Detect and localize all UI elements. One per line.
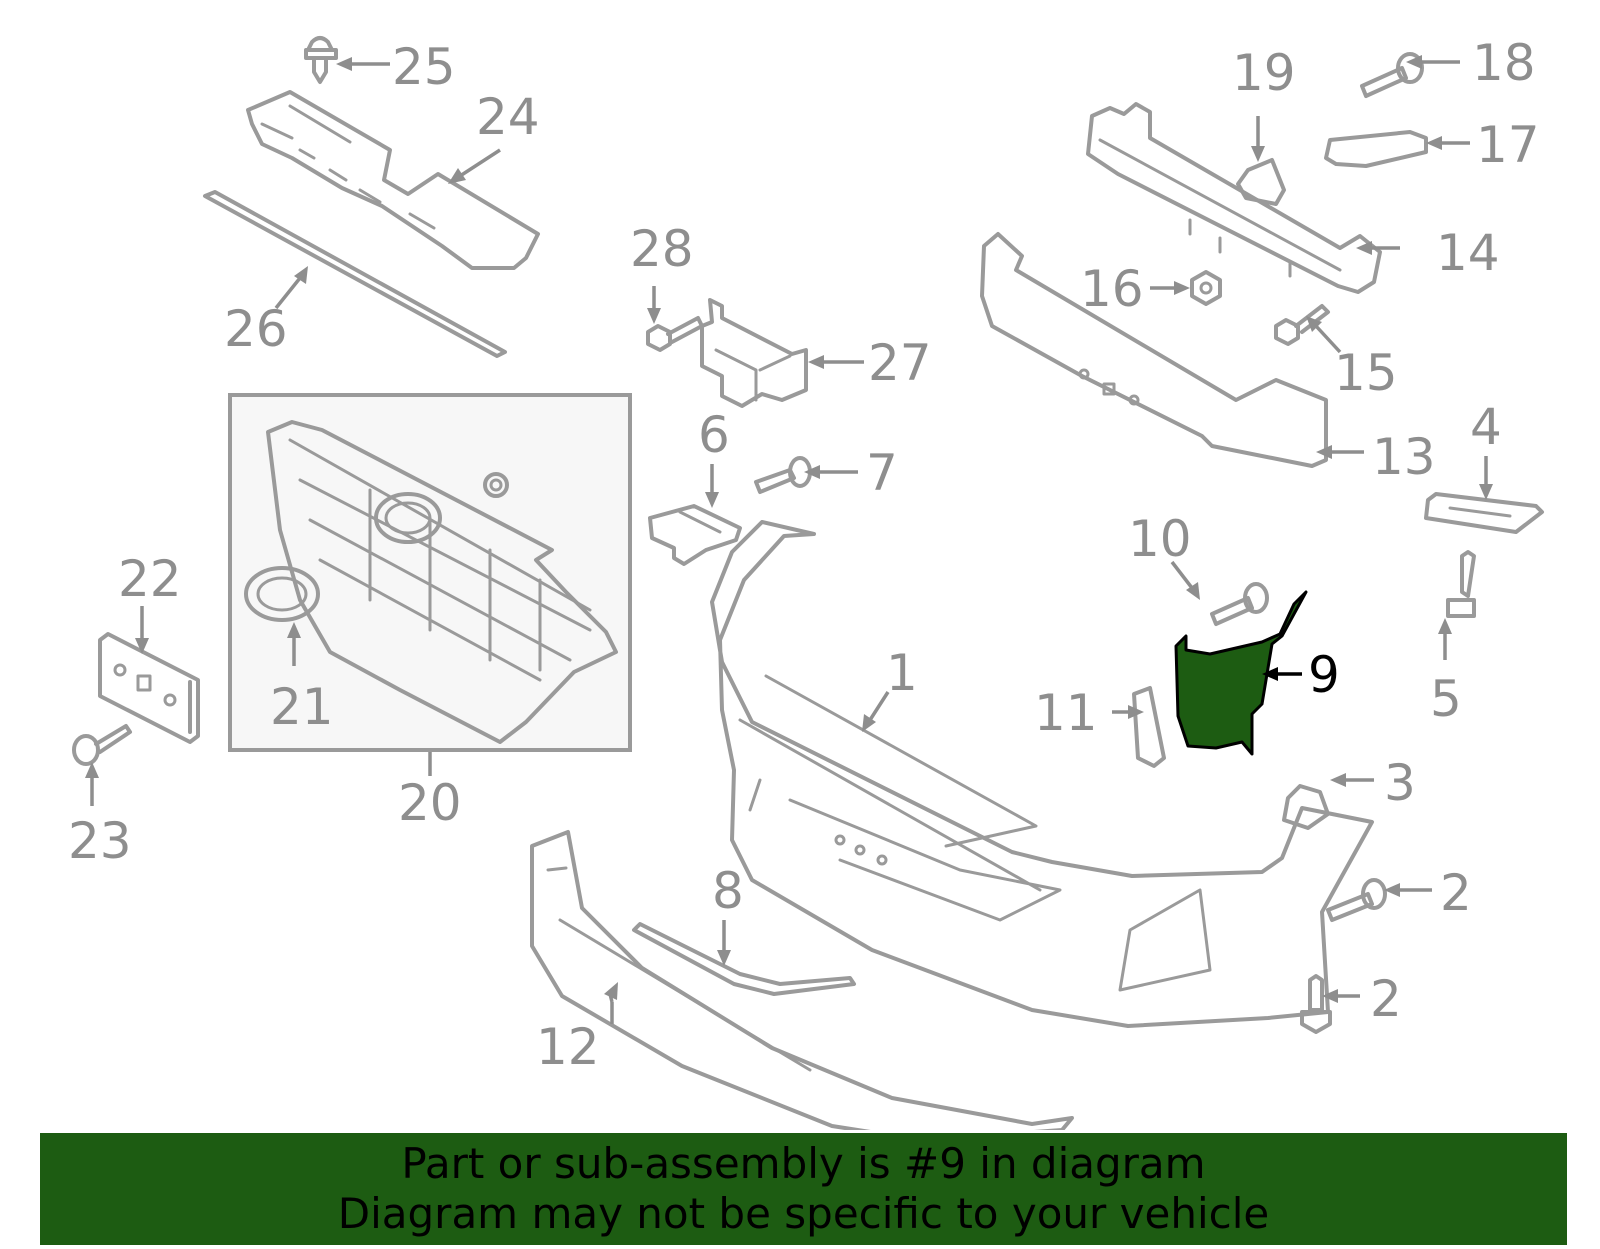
callout-4: 4 (1470, 398, 1502, 456)
callout-17: 17 (1476, 116, 1540, 174)
parts-diagram: 25 24 26 21 20 22 23 28 27 6 7 1 12 8 19… (68, 34, 1544, 1130)
part-2-screw-upper[interactable] (1326, 878, 1387, 922)
callout-23: 23 (68, 812, 132, 870)
callout-8: 8 (712, 862, 744, 920)
part-10-screw[interactable] (1210, 582, 1269, 626)
callout-14: 14 (1436, 224, 1500, 282)
part-27-bracket[interactable] (700, 298, 808, 408)
callout-6: 6 (698, 406, 730, 464)
callout-11: 11 (1034, 684, 1098, 742)
part-8-lower-trim[interactable] (632, 922, 856, 996)
part-11-bracket[interactable] (1132, 686, 1166, 768)
part-24-grille-bracket[interactable] (246, 90, 540, 270)
part-12-lower-lip[interactable] (530, 830, 1074, 1130)
callout-27: 27 (868, 334, 932, 392)
part-25-clip[interactable] (304, 36, 338, 84)
callout-13: 13 (1372, 428, 1436, 486)
part-17-bracket[interactable] (1324, 130, 1428, 168)
callout-18: 18 (1472, 34, 1536, 92)
part-26-grille-strip[interactable] (203, 190, 507, 358)
part-7-screw[interactable] (754, 456, 812, 494)
part-14-reinforcement-beam[interactable] (1086, 102, 1382, 294)
callout-24: 24 (476, 88, 540, 146)
part-5-bolt[interactable] (1446, 550, 1476, 618)
banner-line-1: Part or sub-assembly is #9 in diagram (401, 1139, 1206, 1188)
part-2-bolt-lower[interactable] (1300, 974, 1332, 1034)
part-9-bracket-highlighted[interactable] (1174, 590, 1308, 756)
callout-10: 10 (1128, 510, 1192, 568)
part-20-grille-assembly[interactable] (228, 393, 632, 752)
callout-2-upper: 2 (1440, 864, 1472, 922)
callout-19: 19 (1232, 44, 1296, 102)
callout-7: 7 (866, 444, 898, 502)
part-1-bumper-cover[interactable] (710, 520, 1374, 1028)
callout-labels: 25 24 26 21 20 22 23 28 27 6 7 1 12 8 19… (68, 34, 1540, 1076)
part-16-nut[interactable] (1190, 270, 1222, 306)
part-23-screw[interactable] (72, 724, 132, 766)
callout-15: 15 (1334, 344, 1398, 402)
callout-2-lower: 2 (1370, 970, 1402, 1028)
part-15-bolt[interactable] (1274, 304, 1330, 346)
part-3-clip[interactable] (1282, 784, 1330, 830)
part-28-bolt[interactable] (646, 316, 704, 352)
part-6-bracket[interactable] (648, 504, 742, 566)
banner-line-2: Diagram may not be specific to your vehi… (337, 1189, 1270, 1238)
callout-26: 26 (224, 300, 288, 358)
callout-1: 1 (886, 644, 918, 702)
callout-12: 12 (536, 1018, 600, 1076)
callout-16: 16 (1080, 260, 1144, 318)
callout-25: 25 (392, 38, 456, 96)
part-22-license-bracket[interactable] (98, 632, 200, 744)
part-4-side-cover[interactable] (1424, 492, 1544, 534)
callout-3: 3 (1384, 754, 1416, 812)
callout-22: 22 (118, 550, 182, 608)
part-21-emblem[interactable] (244, 566, 320, 622)
part-19-clip[interactable] (1236, 158, 1286, 206)
callout-28: 28 (630, 220, 694, 278)
callout-20: 20 (398, 774, 462, 832)
callout-5: 5 (1430, 670, 1462, 728)
info-banner: Part or sub-assembly is #9 in diagram Di… (40, 1133, 1567, 1245)
callout-21: 21 (270, 678, 334, 736)
callout-9: 9 (1308, 646, 1340, 704)
leader-lines (85, 55, 1493, 1024)
part-13-energy-absorber[interactable] (980, 232, 1328, 468)
